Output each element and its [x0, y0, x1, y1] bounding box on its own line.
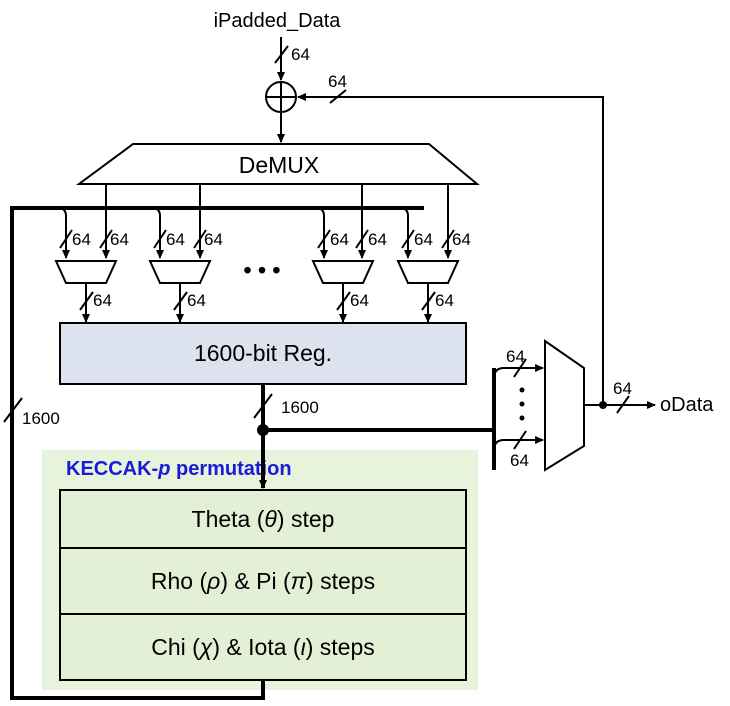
mux-ellipsis: • • •	[244, 257, 281, 283]
outmux-bottom-input	[493, 436, 544, 451]
permutation-title: KECCAK-p permutation	[66, 458, 292, 480]
outmux-vertical-dots	[519, 387, 525, 421]
register-block	[59, 322, 467, 385]
step-chi-iota-box	[59, 613, 467, 681]
svg-text:64: 64	[452, 230, 471, 249]
svg-text:64: 64	[414, 230, 433, 249]
loop-bus-slash	[3, 397, 23, 423]
demux-block	[75, 143, 480, 185]
svg-text:64: 64	[435, 291, 454, 310]
output-junction-dot	[599, 401, 607, 409]
demux-label: DeMUX	[239, 152, 320, 178]
feedback-wire	[297, 93, 604, 405]
register-bus-width: 1600	[281, 398, 319, 417]
mux-group-1: 64 64 64	[54, 184, 129, 323]
svg-text:64: 64	[204, 230, 223, 249]
loop-bus	[10, 206, 424, 700]
svg-text:64: 64	[166, 230, 185, 249]
outmux-top-slash	[513, 358, 527, 378]
svg-text:64: 64	[187, 291, 206, 310]
outmux-bottom-slash	[513, 430, 527, 450]
outmux-top-width: 64	[506, 347, 525, 366]
output-bus-width: 64	[613, 379, 632, 398]
svg-text:64: 64	[72, 230, 91, 249]
svg-text:64: 64	[93, 291, 112, 310]
outmux-bottom-width: 64	[510, 451, 529, 470]
input-bus-width: 64	[291, 45, 310, 64]
svg-text:64: 64	[368, 230, 387, 249]
input-label: iPadded_Data	[214, 10, 342, 32]
input-bus-slash	[274, 45, 289, 64]
register-label: 1600-bit Reg.	[194, 340, 332, 366]
step-rho-pi-box	[59, 547, 467, 615]
feedback-bus-slash	[329, 89, 347, 104]
outmux-top-input	[493, 364, 544, 379]
output-mux	[544, 339, 585, 472]
output-bus-slash	[616, 395, 630, 414]
loop-bus-width: 1600	[22, 409, 60, 428]
svg-text:64: 64	[110, 230, 129, 249]
svg-text:64: 64	[350, 291, 369, 310]
output-label: oData	[660, 394, 714, 416]
step-theta-box	[59, 489, 467, 549]
step-theta-label: Theta (θ) step	[192, 506, 335, 532]
feedback-bus-width: 64	[328, 72, 347, 91]
step-rho-pi-label: Rho (ρ) & Pi (π) steps	[151, 568, 375, 594]
register-bus-slash	[253, 393, 273, 419]
mux-group-4: 64 64 64	[396, 184, 471, 323]
mux-group-3: 64 64 64	[311, 184, 387, 323]
xor-gate	[265, 81, 297, 113]
step-chi-iota-label: Chi (χ) & Iota (ι) steps	[151, 634, 375, 660]
mux-group-2: 64 64 64	[148, 184, 223, 323]
svg-text:64: 64	[330, 230, 349, 249]
